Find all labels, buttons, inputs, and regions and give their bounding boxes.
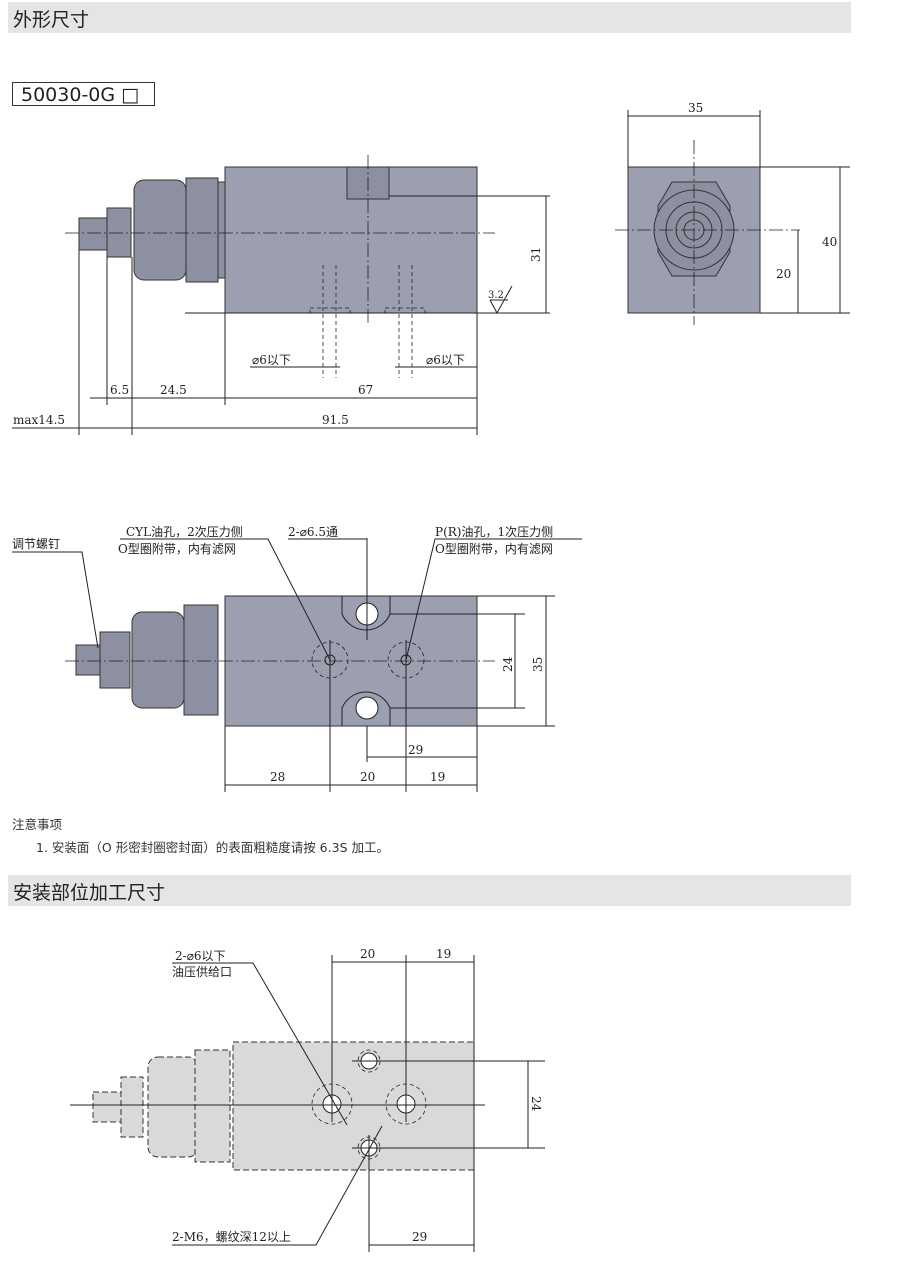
dim-29: 29	[412, 1230, 427, 1244]
section-title: 外形尺寸	[13, 9, 90, 31]
dim-29: 29	[408, 743, 423, 757]
notes-item: 1. 安装面（O 形密封圈密封面）的表面粗糙度请按 6.3S 加工。	[36, 840, 389, 855]
dim-max14-5: max14.5	[13, 413, 65, 427]
notes-title: 注意事项	[12, 817, 63, 832]
dim-20: 20	[776, 267, 791, 281]
label-through-hole: 2-⌀6.5通	[288, 525, 338, 539]
dim-40: 40	[822, 235, 837, 249]
label-cyl-port-1: CYL油孔，2次压力侧	[126, 525, 243, 539]
section-title: 安装部位加工尺寸	[13, 882, 166, 904]
model-number: 50030-0G □	[12, 82, 155, 106]
dim-67: 67	[358, 383, 373, 397]
dim-35: 35	[531, 657, 545, 672]
dim-6-5: 6.5	[110, 383, 129, 397]
dim-31: 31	[529, 247, 543, 262]
dim-35: 35	[688, 101, 703, 115]
dim-28: 28	[270, 770, 285, 784]
dim-24-5: 24.5	[160, 383, 187, 397]
section-header-mounting: 安装部位加工尺寸	[8, 875, 851, 906]
side-view: 35 40 20	[615, 101, 850, 325]
dim-24: 24	[501, 656, 515, 672]
dim-24: 24	[529, 1096, 543, 1112]
dim-19: 19	[436, 947, 451, 961]
roughness-label: 3.2	[488, 290, 504, 301]
dim-20: 20	[360, 770, 375, 784]
dim-hole-right: ⌀6以下	[426, 353, 465, 367]
dim-19: 19	[430, 770, 445, 784]
section-header-outline: 外形尺寸	[8, 2, 851, 33]
top-view: 24 35 29 28 20 19 调节螺钉 CYL油孔，2次压力侧 O型圈附带…	[12, 525, 582, 792]
front-view: 31 3.2 ⌀6以下 ⌀6以下 6.5 24.5 67 max14.5 91.…	[12, 155, 550, 435]
label-thread: 2-M6，螺纹深12以上	[172, 1230, 291, 1244]
dim-hole-left: ⌀6以下	[252, 353, 291, 367]
label-adjust-screw: 调节螺钉	[12, 537, 60, 551]
label-supply-1: 2-⌀6以下	[175, 949, 226, 963]
label-pr-port-2: O型圈附带，内有滤网	[435, 542, 553, 556]
label-supply-2: 油压供给口	[172, 965, 232, 979]
label-cyl-port-2: O型圈附带，内有滤网	[118, 542, 236, 556]
label-pr-port-1: P(R)油孔，1次压力侧	[435, 525, 553, 539]
mounting-view: 24 20 19 29 2-⌀6以下 油压供给口 2-M6，螺纹深12以上	[70, 947, 545, 1252]
dim-20: 20	[360, 947, 375, 961]
dim-91-5: 91.5	[322, 413, 349, 427]
